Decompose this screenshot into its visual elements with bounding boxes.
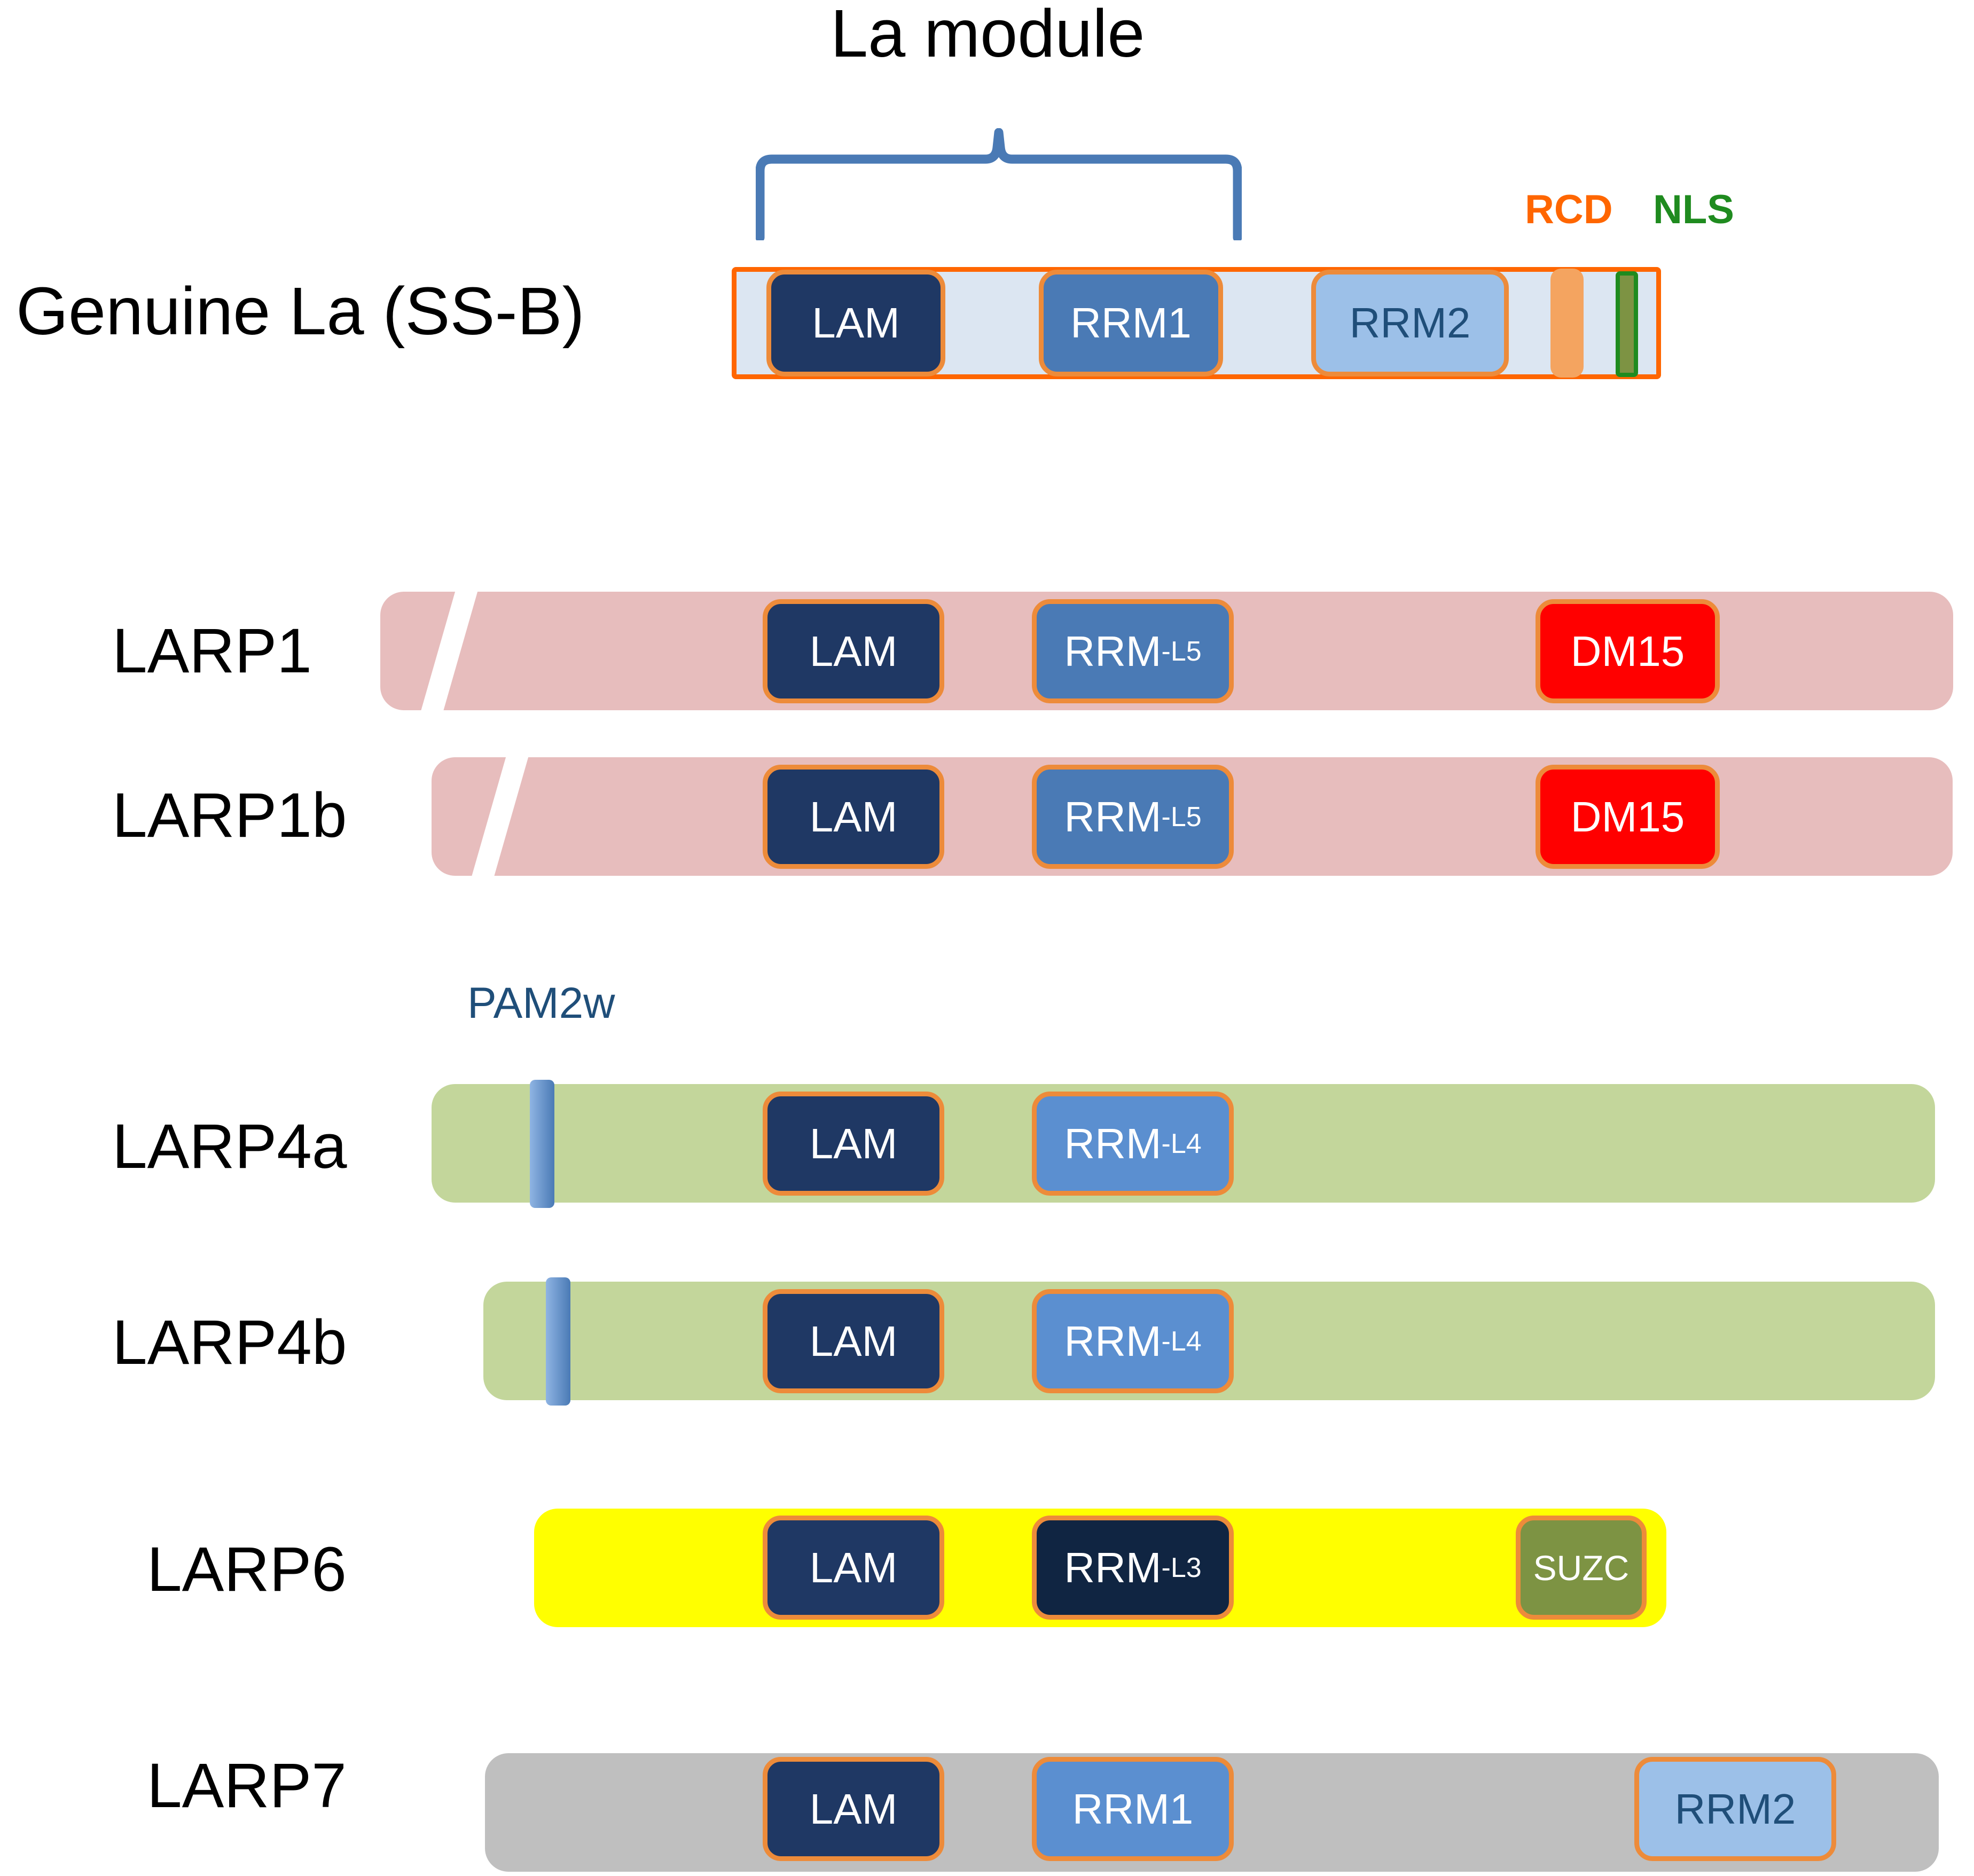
row-label-larp6: LARP6 [147,1534,347,1605]
domain-larp1b-dm15[interactable]: DM15 [1536,765,1720,869]
row-label-larp1b: LARP1b [112,780,347,851]
domain-larp6-rrm-l3[interactable]: RRM-L3 [1032,1516,1234,1620]
domain-label: RRM [1064,1119,1162,1167]
domain-larp1b-rrm-l5[interactable]: RRM-L5 [1032,765,1234,869]
domain-larp1-rrm-l5[interactable]: RRM-L5 [1032,599,1234,703]
domain-larp4b-rrm-l4[interactable]: RRM-L4 [1032,1289,1234,1393]
marker-nls[interactable] [1616,271,1638,377]
domain-label: SUZC [1533,1548,1630,1588]
domain-label: RRM [1064,1317,1162,1365]
marker-pam2w-larp4b[interactable] [546,1277,570,1406]
row-label-larp1: LARP1 [112,616,312,686]
domain-larp6-lam[interactable]: LAM [763,1516,944,1620]
domain-larp7-lam[interactable]: LAM [763,1757,944,1861]
domain-label: RRM [1064,1543,1162,1591]
domain-larp1-dm15[interactable]: DM15 [1536,599,1720,703]
domain-label: LAM [809,1119,898,1167]
domain-sublabel: -L3 [1161,1552,1202,1583]
domain-la-rrm1[interactable]: RRM1 [1039,270,1223,376]
domain-label: LAM [809,627,898,675]
domain-label: RRM [1064,627,1162,675]
domain-label: LAM [809,1317,898,1365]
la-module-title: La module [831,0,1145,71]
domain-label: RRM2 [1674,1785,1796,1833]
domain-larp7-rrm1[interactable]: RRM1 [1032,1757,1234,1861]
domain-label: LAM [809,792,898,841]
domain-la-rrm2[interactable]: RRM2 [1311,270,1509,376]
row-label-larp7: LARP7 [147,1751,347,1821]
domain-larp1b-lam[interactable]: LAM [763,765,944,869]
domain-larp6-suzc[interactable]: SUZC [1516,1516,1647,1620]
la-module-bracket [756,128,1242,240]
domain-label: LAM [812,299,900,347]
domain-label: DM15 [1570,627,1685,675]
domain-larp4a-rrm-l4[interactable]: RRM-L4 [1032,1092,1234,1196]
domain-larp4b-lam[interactable]: LAM [763,1289,944,1393]
domain-label: RRM1 [1072,1785,1194,1833]
domain-larp4a-lam[interactable]: LAM [763,1092,944,1196]
nls-annotation-label: NLS [1653,187,1734,232]
domain-label: LAM [809,1785,898,1833]
domain-label: DM15 [1570,792,1685,841]
domain-la-lam[interactable]: LAM [766,270,945,376]
marker-pam2w-larp4a[interactable] [530,1080,554,1208]
domain-label: RRM [1064,792,1162,841]
row-label-genuine-la: Genuine La (SS-B) [16,273,585,349]
domain-sublabel: -L5 [1161,801,1202,833]
row-label-larp4a: LARP4a [112,1111,347,1182]
domain-label: RRM2 [1349,299,1471,347]
pam2w-annotation-label: PAM2w [467,979,615,1027]
domain-label: LAM [809,1543,898,1591]
domain-sublabel: -L4 [1161,1325,1202,1357]
domain-label: RRM1 [1070,299,1192,347]
domain-larp7-rrm2[interactable]: RRM2 [1634,1757,1836,1861]
rcd-annotation-label: RCD [1525,187,1613,232]
row-label-larp4b: LARP4b [112,1307,347,1378]
domain-sublabel: -L4 [1161,1128,1202,1159]
marker-rcd[interactable] [1550,269,1584,378]
domain-sublabel: -L5 [1161,635,1202,667]
domain-larp1-lam[interactable]: LAM [763,599,944,703]
